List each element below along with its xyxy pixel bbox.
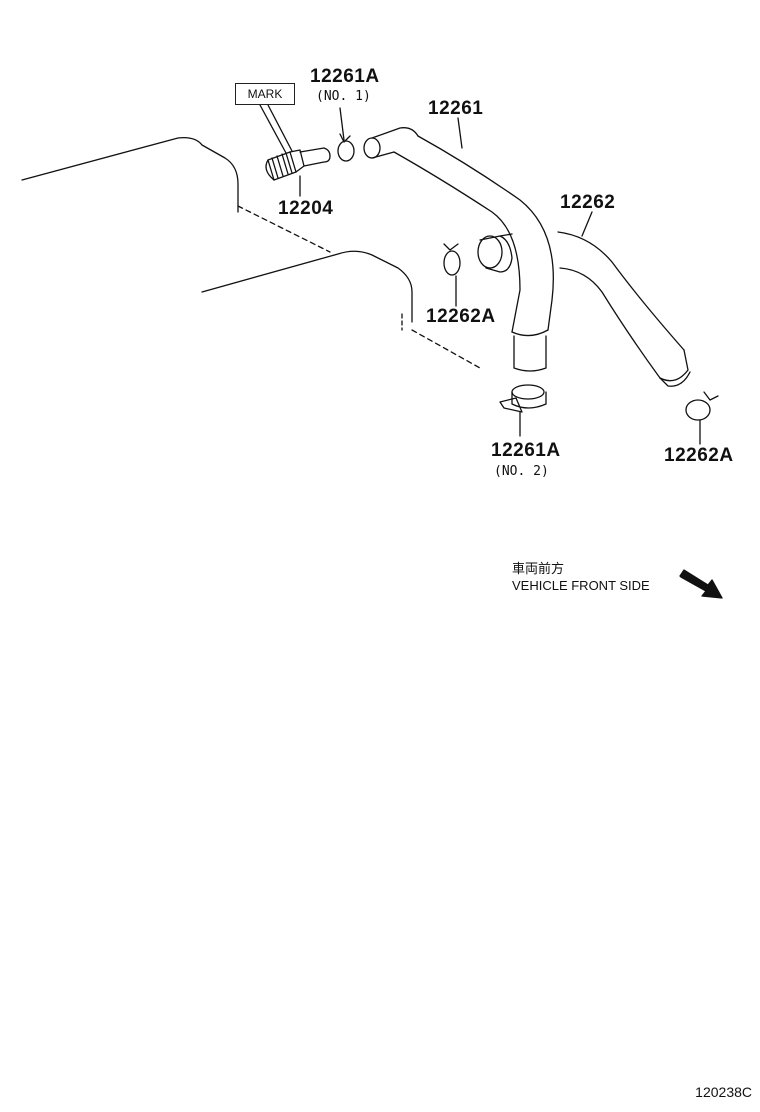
part-label-12261a-no2: 12261A xyxy=(491,440,561,461)
clamp-12262a-lower xyxy=(685,391,719,445)
clamp-no2 xyxy=(499,384,547,437)
clamp-no1 xyxy=(337,107,355,162)
direction-english: VEHICLE FRONT SIDE xyxy=(512,578,650,593)
part-label-12261: 12261 xyxy=(428,98,484,119)
clamp-no2-note: (NO. 2) xyxy=(494,464,549,479)
direction-japanese: 車両前方 xyxy=(512,561,565,576)
front-direction-arrow xyxy=(679,569,723,599)
part-label-12204: 12204 xyxy=(278,198,334,219)
part-label-12262a-lower: 12262A xyxy=(664,445,734,466)
clamp-12262a-upper xyxy=(443,243,461,307)
mark-label: MARK xyxy=(235,83,295,105)
pcv-valve xyxy=(265,147,331,197)
hose-12261 xyxy=(363,117,554,372)
diagram-code: 120238C xyxy=(695,1084,752,1100)
head-cover-outline xyxy=(21,137,481,369)
clamp-no1-note: (NO. 1) xyxy=(316,89,371,104)
mark-leader xyxy=(259,104,293,154)
part-label-12262a-upper: 12262A xyxy=(426,306,496,327)
hose-12262 xyxy=(477,211,691,387)
part-label-12261a-no1: 12261A xyxy=(310,66,380,87)
part-label-12262: 12262 xyxy=(560,192,616,213)
